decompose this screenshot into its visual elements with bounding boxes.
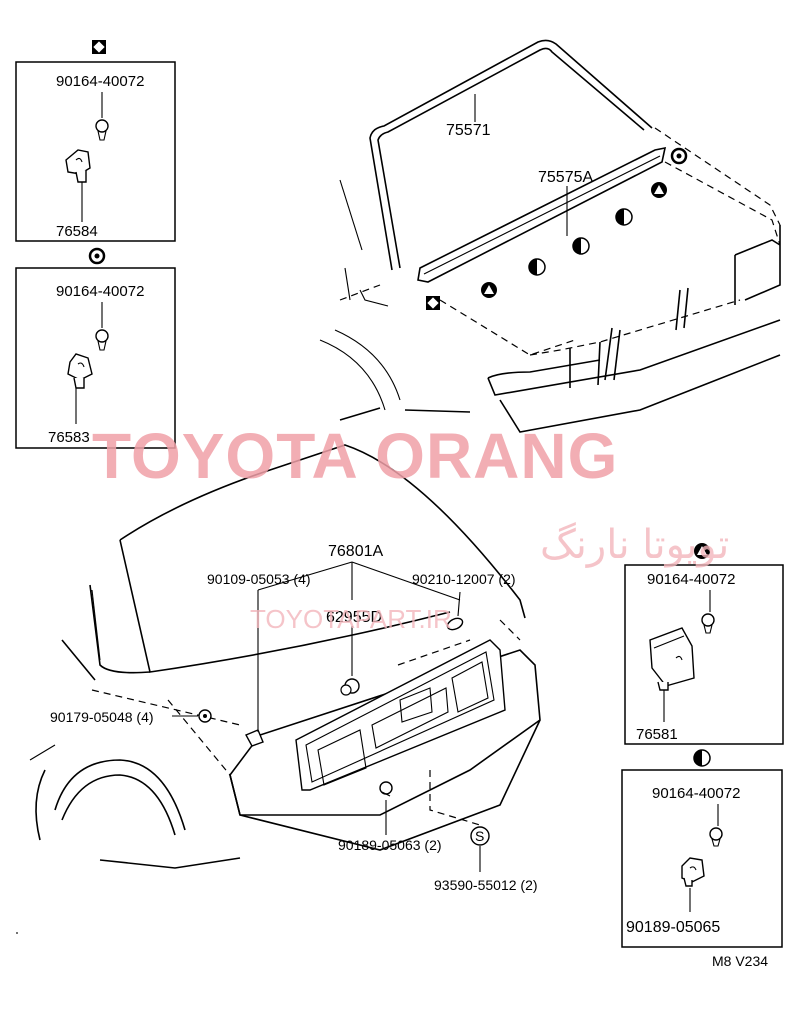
triangle-symbol: [651, 182, 667, 198]
clip-76584-icon: [65, 149, 91, 183]
cap-90210-icon: [446, 617, 464, 631]
label-76801A: 76801A: [328, 543, 383, 560]
ring-symbol: [670, 147, 688, 165]
lower-car-view: 76801A 90109-05053 (4) 90210-12007 (2) 6…: [29, 444, 541, 893]
screw-icon: [95, 329, 109, 351]
s-symbol: S: [470, 826, 490, 846]
detail-box-diamond: 90164-40072 76584: [15, 40, 176, 242]
clip-76581-icon: [649, 627, 695, 691]
label-90164-40072-b: 90164-40072: [56, 283, 144, 300]
label-75571: 75571: [446, 122, 491, 139]
watermark: TOYOTA ORANG تویوتا نارنگ TOYOTAPART.IR: [92, 420, 729, 634]
clip-90109-icon: [245, 729, 264, 747]
clip-90189-05063-icon: [379, 781, 393, 797]
half-circle-symbol: [572, 237, 590, 255]
half-circle-symbol: [615, 208, 633, 226]
label-90189-05065: 90189-05065: [626, 919, 720, 936]
label-90189-05063: 90189-05063 (2): [338, 837, 442, 853]
label-90109-05053: 90109-05053 (4): [207, 571, 311, 587]
clip-90189-05065-icon: [681, 857, 705, 887]
watermark-persian: تویوتا نارنگ: [540, 522, 729, 568]
triangle-symbol: [481, 282, 497, 298]
svg-text:S: S: [475, 828, 484, 844]
label-90179-05048: 90179-05048 (4): [50, 709, 154, 725]
upper-car-view: 75571 75575A: [319, 39, 781, 433]
clip-76583-icon: [67, 353, 93, 389]
label-76583: 76583: [48, 429, 90, 446]
label-90164-40072-c: 90164-40072: [647, 571, 735, 588]
screw-icon: [701, 613, 715, 634]
detail-box-triangle: 90164-40072 76581: [624, 543, 784, 745]
detail-box-ring: 90164-40072 76583: [15, 247, 176, 449]
label-76581: 76581: [636, 726, 678, 743]
nut-90179-icon: [198, 709, 212, 723]
garnish-76801A: [295, 639, 506, 791]
label-90210-12007: 90210-12007 (2): [412, 571, 516, 587]
screw-icon: [95, 119, 109, 141]
screw-icon: [709, 827, 723, 847]
grommet-62955D-icon: [340, 678, 360, 696]
label-75575A: 75575A: [538, 169, 593, 186]
label-90164-40072-a: 90164-40072: [56, 73, 144, 90]
diamond-symbol: [426, 296, 440, 310]
diagram-code: M8 V234: [712, 953, 768, 969]
label-62955D: 62955D: [326, 609, 382, 626]
watermark-brand: TOYOTA ORANG: [92, 420, 618, 492]
label-90164-40072-d: 90164-40072: [652, 785, 740, 802]
half-circle-symbol: [528, 258, 546, 276]
label-76584: 76584: [56, 223, 98, 240]
label-93590-55012: 93590-55012 (2): [434, 877, 538, 893]
detail-box-half-circle: 90164-40072 90189-05065: [621, 749, 783, 948]
watermark-url: TOYOTAPART.IR: [250, 604, 452, 634]
